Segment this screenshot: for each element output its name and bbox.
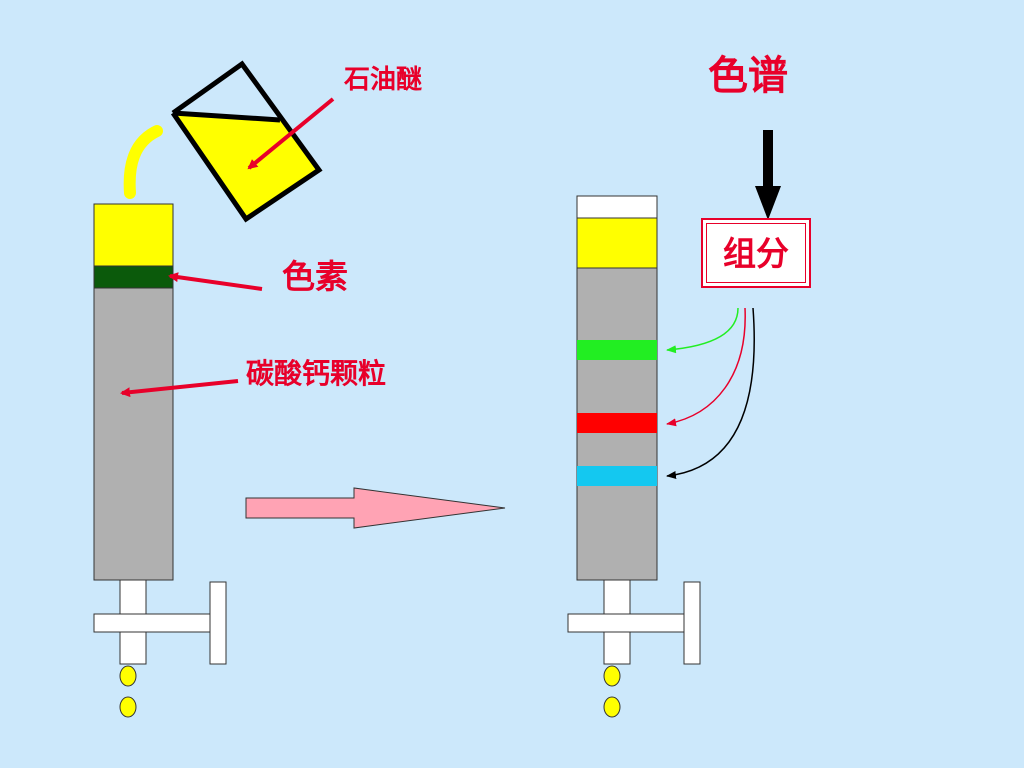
component-arrow-green [666, 307, 739, 354]
component-box: 组分 [701, 218, 811, 288]
adsorbent-label: 碳酸钙颗粒 [246, 357, 387, 390]
solvent-pointer-arrow [247, 97, 335, 170]
left-pigment-band [93, 265, 174, 289]
left-drop-2 [119, 696, 137, 718]
component-arrow-black [666, 307, 755, 479]
pigment-label: 色素 [282, 257, 348, 296]
adsorbent-pointer-arrow [120, 379, 239, 398]
component-arrow-red [666, 307, 746, 427]
band-cyan [577, 466, 657, 486]
right-drop-2 [603, 696, 621, 718]
left-solvent-layer [93, 203, 174, 267]
solvent-label: 石油醚 [344, 65, 423, 95]
right-drop-1 [603, 665, 621, 687]
pigment-pointer-arrow [168, 272, 263, 291]
band-green [577, 340, 657, 360]
left-calcium-carbonate-packing [93, 287, 174, 581]
solvent-stream [123, 125, 163, 199]
process-arrow-icon [245, 487, 506, 529]
beaker-icon [170, 60, 323, 223]
left-stopcock [93, 579, 227, 665]
right-solvent-layer [576, 217, 658, 269]
right-stopcock [567, 579, 701, 665]
band-red [577, 413, 657, 433]
chromatogram-label: 色谱 [708, 53, 788, 99]
down-arrow-icon [755, 130, 781, 220]
component-box-inner: 组分 [706, 223, 806, 283]
component-label: 组分 [723, 233, 789, 273]
left-column-apparatus [93, 60, 335, 718]
right-empty-top [576, 195, 658, 219]
right-column-apparatus [567, 130, 781, 718]
left-drop-1 [119, 665, 137, 687]
